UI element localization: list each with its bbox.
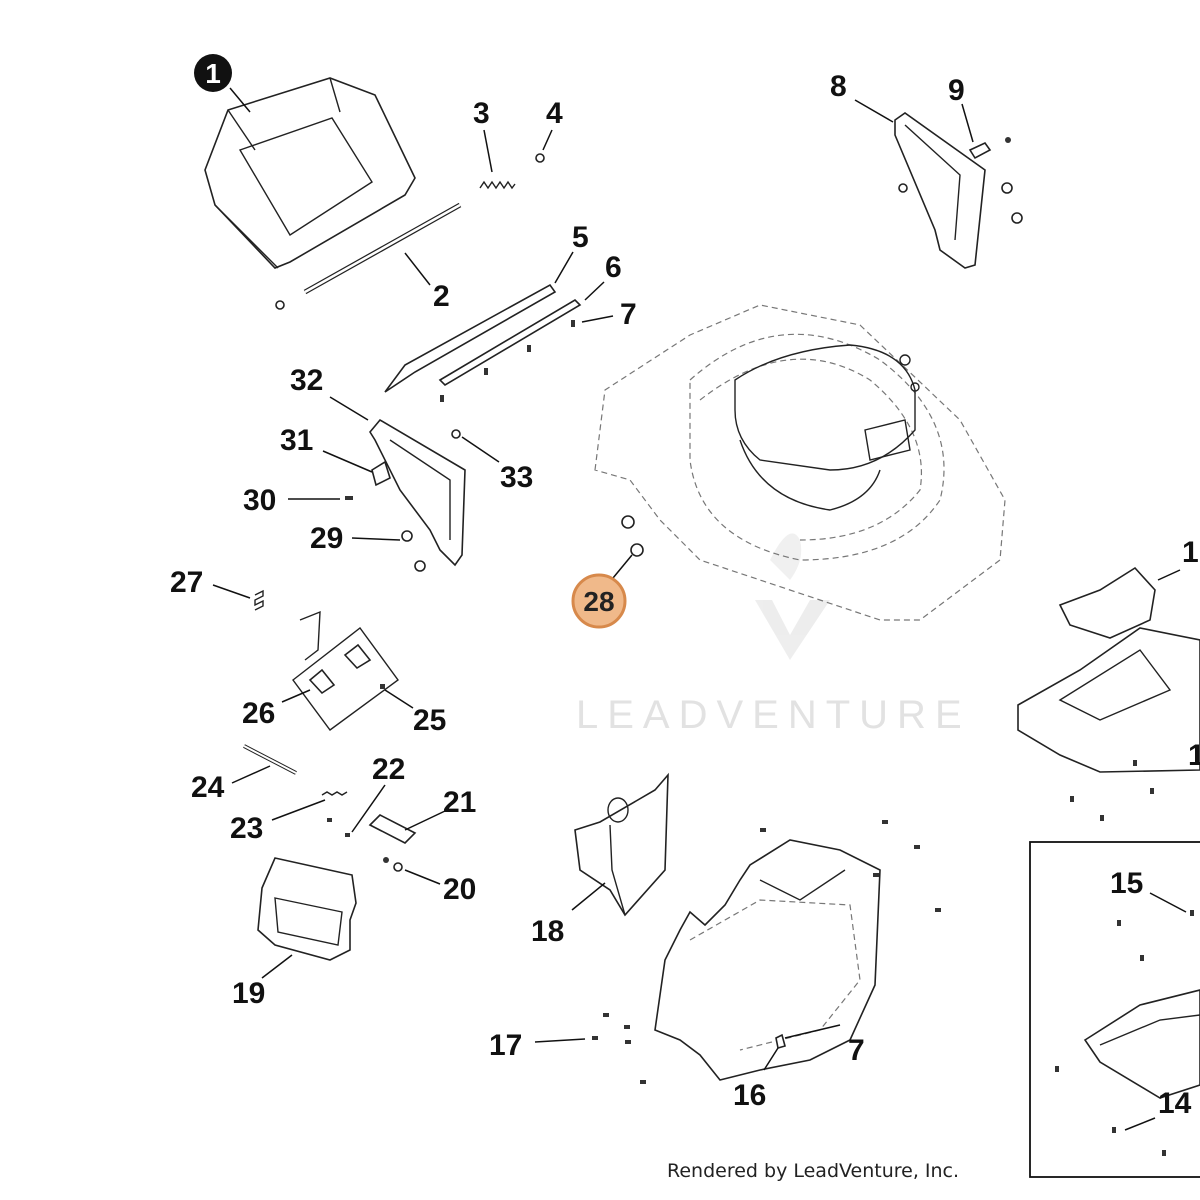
screw bbox=[1190, 910, 1194, 916]
part-20-nut[interactable] bbox=[393, 862, 403, 872]
part-8-bracket[interactable] bbox=[894, 112, 986, 269]
callout-9[interactable]: 9 bbox=[948, 74, 965, 107]
callout-14[interactable]: 14 bbox=[1158, 1087, 1192, 1120]
part-2-washer[interactable] bbox=[275, 300, 285, 310]
part-32-bracket[interactable] bbox=[369, 418, 466, 567]
part-3-spring[interactable] bbox=[479, 180, 516, 190]
callout-23[interactable]: 23 bbox=[230, 812, 263, 845]
part-27-spring[interactable] bbox=[254, 589, 264, 611]
svg-text:28: 28 bbox=[583, 586, 614, 617]
latch-arm bbox=[299, 610, 321, 661]
callout-2[interactable]: 2 bbox=[433, 280, 450, 313]
watermark-text: LEADVENTURE bbox=[576, 693, 971, 737]
callout-4[interactable]: 4 bbox=[546, 97, 563, 130]
screw bbox=[1112, 1127, 1116, 1133]
watermark-logo bbox=[755, 533, 830, 660]
part-7-screw[interactable] bbox=[571, 320, 575, 327]
callout-18[interactable]: 18 bbox=[531, 915, 564, 948]
callout-26[interactable]: 26 bbox=[242, 697, 275, 730]
callout-30[interactable]: 30 bbox=[243, 484, 276, 517]
screw bbox=[1133, 760, 1137, 766]
nut bbox=[898, 183, 908, 193]
callout-3[interactable]: 3 bbox=[473, 97, 490, 130]
callout-28-highlighted[interactable]: 28 bbox=[571, 573, 627, 629]
part-28-nut-b[interactable] bbox=[630, 543, 644, 557]
credit-text: Rendered by LeadVenture, Inc. bbox=[667, 1160, 959, 1182]
callout-25[interactable]: 25 bbox=[413, 704, 446, 737]
screw bbox=[1070, 796, 1074, 802]
rear-housing bbox=[654, 839, 881, 1081]
screw bbox=[484, 368, 488, 375]
right-handle-base[interactable] bbox=[1017, 627, 1200, 773]
bolt bbox=[1011, 212, 1023, 224]
pin bbox=[345, 833, 350, 837]
callout-7[interactable]: 7 bbox=[620, 298, 637, 331]
housing-screws bbox=[592, 820, 941, 1084]
callout-24[interactable]: 24 bbox=[191, 771, 225, 804]
bolt bbox=[414, 560, 426, 572]
part-28-nut-a[interactable] bbox=[621, 515, 635, 529]
latch-a bbox=[308, 668, 336, 695]
bolt bbox=[1001, 182, 1013, 194]
latch-b bbox=[343, 643, 372, 670]
callout-19[interactable]: 19 bbox=[232, 977, 265, 1010]
callout-7-lower[interactable]: 7 bbox=[848, 1034, 865, 1067]
mower-deck-outline bbox=[594, 304, 1006, 621]
inset-box bbox=[1029, 841, 1200, 1178]
callout-8[interactable]: 8 bbox=[830, 70, 847, 103]
screw bbox=[1055, 1066, 1059, 1072]
part-33-nut[interactable] bbox=[451, 429, 461, 439]
leader-lines bbox=[212, 87, 1187, 1131]
screw bbox=[1005, 137, 1011, 143]
screw bbox=[1117, 920, 1121, 926]
callout-33[interactable]: 33 bbox=[500, 461, 533, 494]
screw bbox=[1100, 815, 1104, 821]
part-16-clip[interactable] bbox=[775, 1033, 786, 1050]
engine-outline bbox=[734, 344, 920, 511]
callout-5[interactable]: 5 bbox=[572, 221, 589, 254]
callout-29[interactable]: 29 bbox=[310, 522, 343, 555]
callout-right-top-partial[interactable]: 1 bbox=[1182, 536, 1199, 569]
svg-text:1: 1 bbox=[205, 58, 221, 89]
right-cover-top[interactable] bbox=[1058, 566, 1156, 639]
callout-16[interactable]: 16 bbox=[733, 1079, 766, 1112]
part-23-spring[interactable] bbox=[321, 791, 348, 796]
screw bbox=[1150, 788, 1154, 794]
part-26-latch-kit[interactable] bbox=[292, 627, 399, 731]
screw bbox=[440, 395, 444, 402]
part-21-bracket[interactable] bbox=[368, 814, 417, 844]
screw bbox=[1162, 1150, 1166, 1156]
part-9-pin[interactable] bbox=[968, 141, 992, 160]
pin bbox=[327, 818, 332, 822]
callout-15[interactable]: 15 bbox=[1110, 867, 1143, 900]
part-29-bolt[interactable] bbox=[401, 530, 413, 542]
part-6-strip[interactable] bbox=[438, 298, 582, 387]
callout-32[interactable]: 32 bbox=[290, 364, 323, 397]
callout-22[interactable]: 22 bbox=[372, 753, 405, 786]
part-30-screw[interactable] bbox=[345, 496, 353, 500]
callout-21[interactable]: 21 bbox=[443, 786, 476, 819]
screw bbox=[527, 345, 531, 352]
callout-right-mid-partial[interactable]: 1 bbox=[1188, 739, 1200, 772]
inset-part-tray[interactable] bbox=[1083, 989, 1200, 1099]
nut bbox=[383, 857, 389, 863]
screw bbox=[1140, 955, 1144, 961]
part-1-bag-top[interactable] bbox=[204, 77, 416, 269]
callout-20[interactable]: 20 bbox=[443, 873, 476, 906]
callout-31[interactable]: 31 bbox=[280, 424, 313, 457]
part-18-chute[interactable] bbox=[574, 772, 669, 917]
callout-6[interactable]: 6 bbox=[605, 251, 622, 284]
part-19-handle[interactable] bbox=[257, 857, 357, 961]
callout-27[interactable]: 27 bbox=[170, 566, 203, 599]
part-5-strip[interactable] bbox=[384, 283, 557, 393]
callout-1[interactable]: 1 bbox=[194, 54, 232, 92]
part-4-nut[interactable] bbox=[535, 153, 545, 163]
callout-17[interactable]: 17 bbox=[489, 1029, 522, 1062]
part-31-clip[interactable] bbox=[371, 460, 391, 487]
part-25-screw[interactable] bbox=[380, 684, 385, 689]
